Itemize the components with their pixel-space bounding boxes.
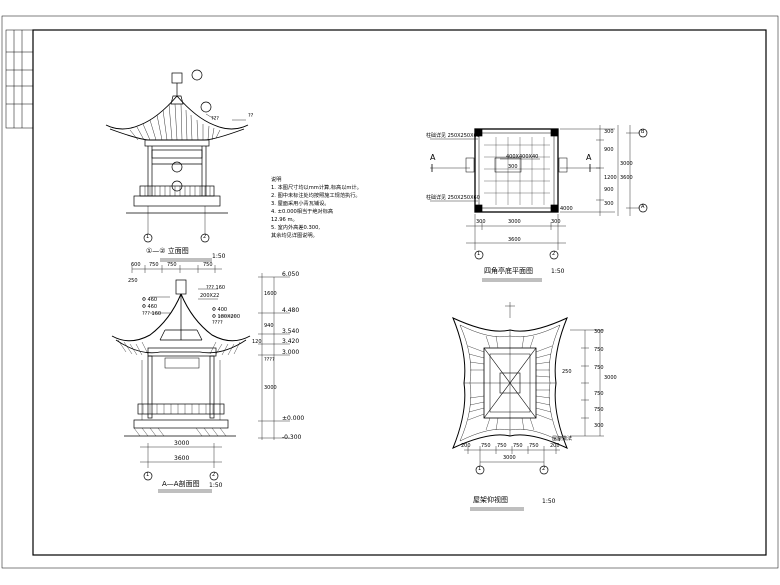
front-elevation-drawing xyxy=(105,69,249,243)
design-notes: 说明 1. 本图尺寸均以mm计算,标高以m计。 2. 图中未标注处均按照施工规范… xyxy=(271,176,362,240)
section-drawing xyxy=(111,265,290,481)
notes-heading: 说明 xyxy=(271,177,282,183)
plan-label-center2: 300 xyxy=(508,164,518,170)
roof-plan-dim-bottom: 200 xyxy=(550,443,560,449)
roof-plan-axis-1: 1 xyxy=(478,466,482,472)
plan-scale: 1:50 xyxy=(551,268,565,275)
plan-dim-right: 1200 xyxy=(604,175,617,181)
section-label: ???? xyxy=(264,357,275,363)
section-level: ±0.000 xyxy=(282,415,305,422)
plan-section-mark-right: A xyxy=(586,153,592,162)
section-dim-bottom-total: 3600 xyxy=(174,455,190,462)
section-dim-bottom: 3000 xyxy=(174,440,190,447)
roof-plan-dim-right-total: 3000 xyxy=(604,375,617,381)
roof-plan-axis-2: 2 xyxy=(542,466,546,472)
plan-label-bottom: 柱础详见 250X250X60 xyxy=(426,195,480,201)
plan-label-corner: 4000 xyxy=(560,206,573,212)
notes-line: 4. ±0.000相当于绝对标高 xyxy=(271,209,334,215)
roof-plan-dim-right: 750 xyxy=(594,391,604,397)
plan-dim-bottom-total: 3600 xyxy=(508,237,521,243)
plan-section-mark-left: A xyxy=(430,153,436,162)
plan-dim-bottom: 300 xyxy=(551,219,561,225)
plan-dim-right: 900 xyxy=(604,187,614,193)
notes-line: 3. 屋面采用小青瓦铺设。 xyxy=(271,201,330,207)
plan-title: 四角亭底平面图 xyxy=(484,267,533,275)
roof-plan-dim-bottom-total: 3000 xyxy=(503,455,516,461)
front-elevation-axis-1: 1 xyxy=(146,234,150,240)
section-dim-top: 750 xyxy=(203,262,213,268)
section-label: ??? 160 xyxy=(142,311,162,317)
section-label: Φ 400 xyxy=(212,307,228,313)
plan-axis-a: A xyxy=(641,204,645,210)
roof-plan-dim-bottom: 750 xyxy=(481,443,491,449)
roof-plan-dim-bottom: 750 xyxy=(513,443,523,449)
roof-plan-dim-bottom: 200 xyxy=(461,443,471,449)
plan-dim-bottom: 300 xyxy=(476,219,486,225)
roof-plan-dim-bottom: 750 xyxy=(497,443,507,449)
section-title: A—A剖面图 xyxy=(162,480,200,488)
front-elevation-scale: 1:50 xyxy=(212,253,226,260)
section-label: 200X22 xyxy=(200,293,220,299)
plan-axis-1: 1 xyxy=(477,251,481,257)
roof-plan-dim-right: 750 xyxy=(594,407,604,413)
section-label: Φ 460 xyxy=(142,297,158,303)
plan-axis-b: B xyxy=(641,129,645,135)
roof-plan-dim-right: 750 xyxy=(594,347,604,353)
plan-dim-right-total2: 3600 xyxy=(620,175,633,181)
section-label: ???? xyxy=(212,320,223,326)
section-dim-vertical: 1600 xyxy=(264,291,277,297)
plan-label-top: 柱础详见 250X250X60 xyxy=(426,133,480,139)
section-level: 3.000 xyxy=(282,349,300,356)
section-axis-2: 2 xyxy=(212,472,216,478)
notes-line: 5. 室内外高差0.300, xyxy=(271,225,321,231)
notes-line: 2. 图中未标注处均按照施工规范执行。 xyxy=(271,193,361,199)
section-dim-vertical: 3000 xyxy=(264,385,277,391)
roof-plan-label-note: 屋架做法 xyxy=(552,436,573,442)
section-dim-vertical: 120 xyxy=(252,339,262,345)
section-dim-top: 750 xyxy=(149,262,159,268)
section-level: 3.420 xyxy=(282,338,300,345)
roof-plan-scale: 1:50 xyxy=(542,498,556,505)
section-dim-left-small: 250 xyxy=(128,278,138,284)
sheet-outer-border xyxy=(1,15,779,569)
front-elevation-dim-top: ??? xyxy=(211,116,219,122)
plan-dim-right: 300 xyxy=(604,129,614,135)
front-elevation-title: ①—② 立面图 xyxy=(146,247,189,255)
roof-plan-label-250: 250 xyxy=(562,369,572,375)
front-elevation-axis-2: 2 xyxy=(203,234,207,240)
sheet-inner-frame xyxy=(32,29,767,556)
notes-line: 1. 本图尺寸均以mm计算,标高以m计。 xyxy=(271,185,362,191)
section-axis-1: 1 xyxy=(146,472,150,478)
section-dim-vertical: 940 xyxy=(264,323,274,329)
section-scale: 1:50 xyxy=(209,482,223,489)
section-label: Φ 180X200 xyxy=(212,314,241,320)
binding-strip xyxy=(5,29,34,129)
roof-plan-dim-right: 300 xyxy=(594,329,604,335)
plan-drawing xyxy=(430,125,648,260)
title-underlines xyxy=(158,258,542,511)
notes-line: 12.96 m。 xyxy=(271,217,298,223)
section-dim-top: 600 xyxy=(131,262,141,268)
section-dim-top: 750 xyxy=(167,262,177,268)
section-label: ??? 160 xyxy=(206,285,226,291)
plan-dim-bottom: 3000 xyxy=(508,219,521,225)
front-elevation-dim-side: ?? xyxy=(248,113,254,119)
roof-plan-title: 屋架仰视图 xyxy=(473,496,508,504)
notes-line: 其余均见详图说明。 xyxy=(271,233,318,239)
roof-plan-drawing xyxy=(452,302,604,475)
section-level: 6.050 xyxy=(282,271,300,278)
roof-plan-dim-right: 750 xyxy=(594,365,604,371)
section-level: -0.300 xyxy=(282,434,302,441)
plan-axis-2: 2 xyxy=(552,251,556,257)
section-level: 3.540 xyxy=(282,328,300,335)
roof-plan-dim-bottom: 750 xyxy=(529,443,539,449)
section-label: Φ 460 xyxy=(142,304,158,310)
section-level: 4.480 xyxy=(282,307,300,314)
roof-plan-dim-right: 300 xyxy=(594,423,604,429)
plan-dim-right: 900 xyxy=(604,147,614,153)
plan-label-center: 400X400X40 xyxy=(506,154,539,160)
plan-dim-right-total: 3000 xyxy=(620,161,633,167)
plan-dim-right: 300 xyxy=(604,201,614,207)
